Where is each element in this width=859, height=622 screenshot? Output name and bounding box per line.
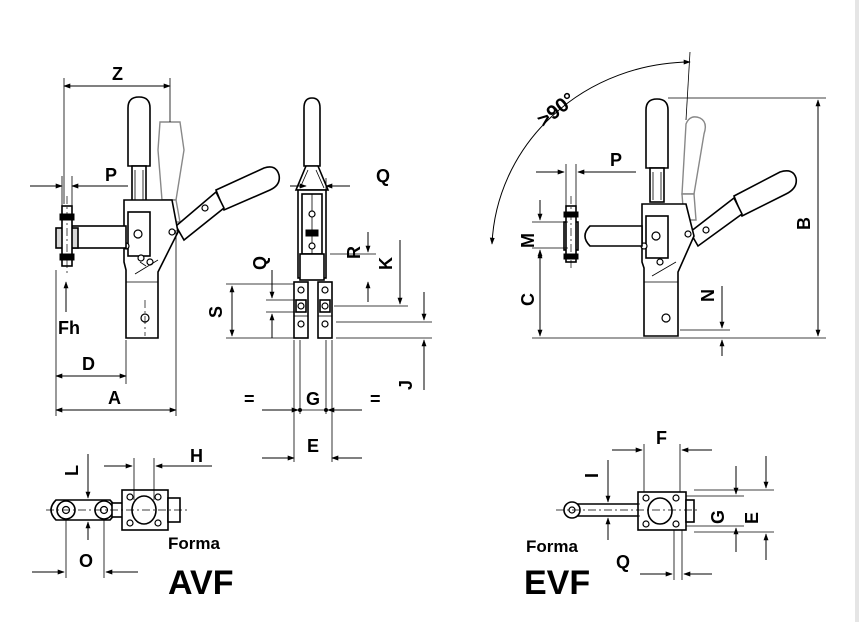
label-d: D: [82, 354, 95, 374]
label-e: E: [307, 436, 319, 456]
evf-handle-vertical: [645, 98, 669, 169]
label-l: L: [62, 465, 82, 476]
dim-b: B: [668, 97, 826, 339]
clamp-body: [122, 199, 179, 339]
label-p2: P: [610, 150, 622, 170]
label-r: R: [344, 246, 364, 259]
label-h: H: [190, 446, 203, 466]
forma-caption-evf: Forma: [526, 537, 579, 556]
front-view: Q R K Q S: [206, 97, 432, 462]
dim-k: K: [334, 240, 408, 307]
label-a: A: [108, 388, 121, 408]
label-q2: Q: [250, 256, 270, 270]
label-m: M: [518, 233, 538, 248]
label-i: I: [582, 473, 602, 478]
dim-f: F: [612, 428, 712, 492]
label-k: K: [376, 257, 396, 270]
label-b: B: [794, 217, 814, 230]
label-fh: Fh: [58, 318, 80, 338]
handle-vertical: [127, 96, 151, 203]
label-f: F: [656, 428, 667, 448]
dim-j: J: [336, 292, 432, 390]
dim-e2: E: [694, 456, 774, 560]
dim-z: Z: [63, 64, 171, 204]
model-name-avf: AVF: [168, 564, 233, 602]
label-eq-right: =: [370, 389, 381, 409]
label-z: Z: [112, 64, 123, 84]
label-e2: E: [742, 512, 762, 524]
label-c: C: [518, 293, 538, 306]
dim-m: M: [518, 200, 568, 270]
dim-q-front-top: Q: [290, 166, 390, 196]
label-j: J: [396, 380, 416, 390]
label-p: P: [105, 165, 117, 185]
dim-q-front-left: Q: [250, 256, 296, 338]
label-q3: Q: [616, 552, 630, 572]
model-name-evf: EVF: [524, 564, 590, 602]
dim-d: D: [55, 270, 127, 416]
dim-c: C: [518, 251, 730, 339]
evf-top-view: F I G E Q Forma: [524, 428, 774, 602]
dim-p: P: [30, 165, 128, 206]
dim-q3: Q: [616, 530, 712, 580]
dim-r: R: [330, 232, 376, 302]
dim-l: L: [56, 454, 96, 540]
avf-top-view: L H O Forma AVF: [32, 446, 233, 602]
dim-o: O: [32, 520, 138, 578]
page-edge: [855, 0, 859, 622]
forma-caption-avf: Forma: [168, 534, 221, 553]
evf-handle-inclined: [688, 170, 798, 248]
label-s: S: [206, 306, 226, 318]
dim-h: H: [104, 446, 212, 500]
label-g2: G: [708, 510, 728, 524]
clamping-arm: [55, 196, 127, 274]
dim-i: I: [582, 460, 640, 540]
evf-clamp-body: [640, 203, 695, 337]
label-eq-left: =: [244, 389, 255, 409]
dim-n: N: [680, 286, 730, 356]
label-n: N: [698, 289, 718, 302]
dim-a: A: [55, 230, 177, 416]
dim-s: S: [206, 283, 294, 339]
front-grip: [303, 97, 321, 167]
dim-p2: P: [536, 150, 636, 208]
avf-side-view: Z P Fh D A: [30, 64, 281, 416]
evf-clamping-arm: [563, 196, 643, 270]
label-o: O: [79, 551, 93, 571]
label-g: G: [306, 389, 320, 409]
dim-fh: Fh: [58, 281, 80, 338]
dim-g: = G =: [244, 340, 381, 462]
handle-inclined: [174, 166, 281, 242]
label-q: Q: [376, 166, 390, 186]
label-angle: >90°: [533, 89, 580, 132]
evf-side-view: >90°: [489, 51, 826, 356]
dim-e: E: [262, 436, 362, 461]
